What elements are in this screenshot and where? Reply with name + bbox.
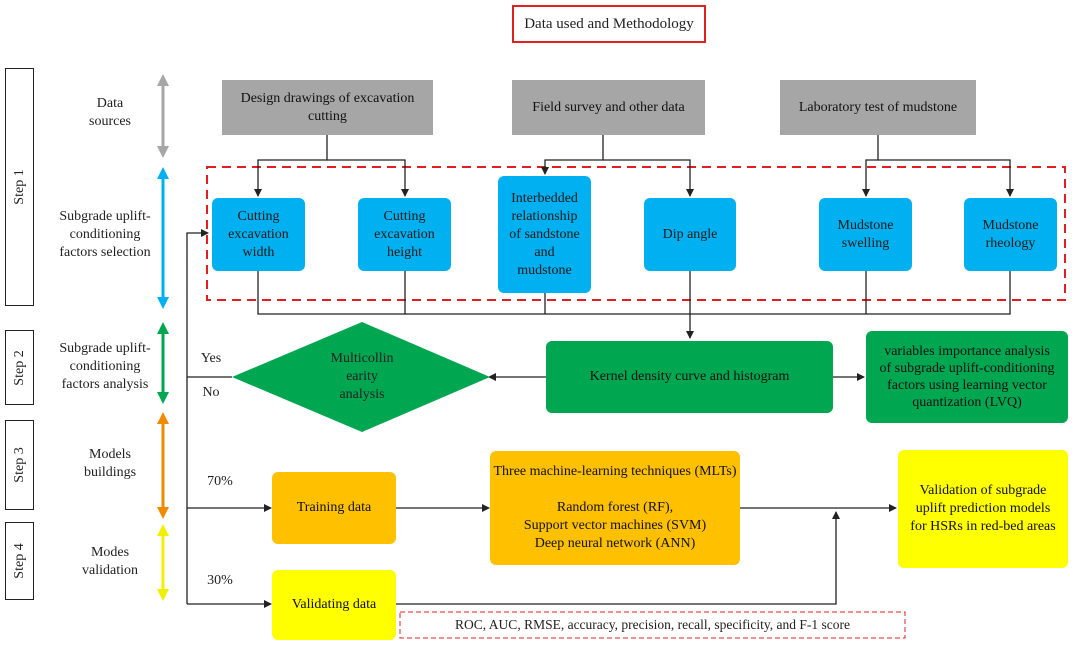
factor-mudstone-rheology: Mudstone rheology [964, 198, 1057, 271]
step-3-box: Step 3 [5, 420, 34, 510]
stage-label-modes-validation: Modes validation [82, 545, 138, 578]
validating-data-box: Validating data [272, 570, 396, 640]
factor-excavation-height: Cutting excavation height [358, 198, 451, 271]
stage-label-data-sources: Data sources [89, 96, 131, 129]
stage-label-factors-selection: Subgrade uplift- conditioning factors se… [59, 209, 151, 260]
page-title: Data used and Methodology [512, 5, 706, 43]
source-design-drawings: Design drawings of excavation cutting [222, 80, 433, 135]
multicollinearity-label: Multicollin earity analysis [330, 351, 394, 402]
factor-dip-angle: Dip angle [644, 198, 736, 271]
validation-result-box: Validation of subgrade uplift prediction… [898, 450, 1068, 568]
factor-mudstone-swelling: Mudstone swelling [819, 198, 912, 271]
step-2-box: Step 2 [5, 330, 34, 405]
yes-label: Yes [200, 351, 222, 366]
step-1-label: Step 1 [11, 169, 27, 205]
step-1-box: Step 1 [5, 68, 34, 306]
step-3-label: Step 3 [11, 447, 27, 483]
step-2-label: Step 2 [11, 349, 27, 386]
split-70-label: 70% [207, 474, 233, 489]
lvq-importance-box: variables importance analysis of subgrad… [866, 331, 1068, 423]
factors-dashed-frame [206, 166, 1066, 301]
multicollinearity-diamond [232, 322, 490, 432]
kernel-density-box: Kernel density curve and histogram [546, 341, 833, 413]
training-data-box: Training data [272, 472, 396, 544]
source-laboratory-test: Laboratory test of mudstone [780, 80, 976, 135]
mlt-techniques-box: Three machine-learning techniques (MLTs)… [490, 451, 740, 565]
stage-label-models-buildings: Models buildings [83, 447, 137, 480]
step-4-box: Step 4 [5, 522, 34, 600]
metrics-label: ROC, AUC, RMSE, accuracy, precision, rec… [455, 617, 850, 632]
split-30-label: 30% [207, 573, 233, 588]
source-field-survey: Field survey and other data [512, 80, 705, 135]
factor-interbedded-relationship: Interbedded relationship of sandstone an… [498, 176, 591, 293]
no-label: No [202, 385, 220, 400]
metrics-dashed-frame [399, 611, 906, 639]
step-4-label: Step 4 [11, 543, 27, 579]
factor-excavation-width: Cutting excavation width [212, 198, 305, 271]
stage-label-factors-analysis: Subgrade uplift- conditioning factors an… [59, 341, 151, 392]
